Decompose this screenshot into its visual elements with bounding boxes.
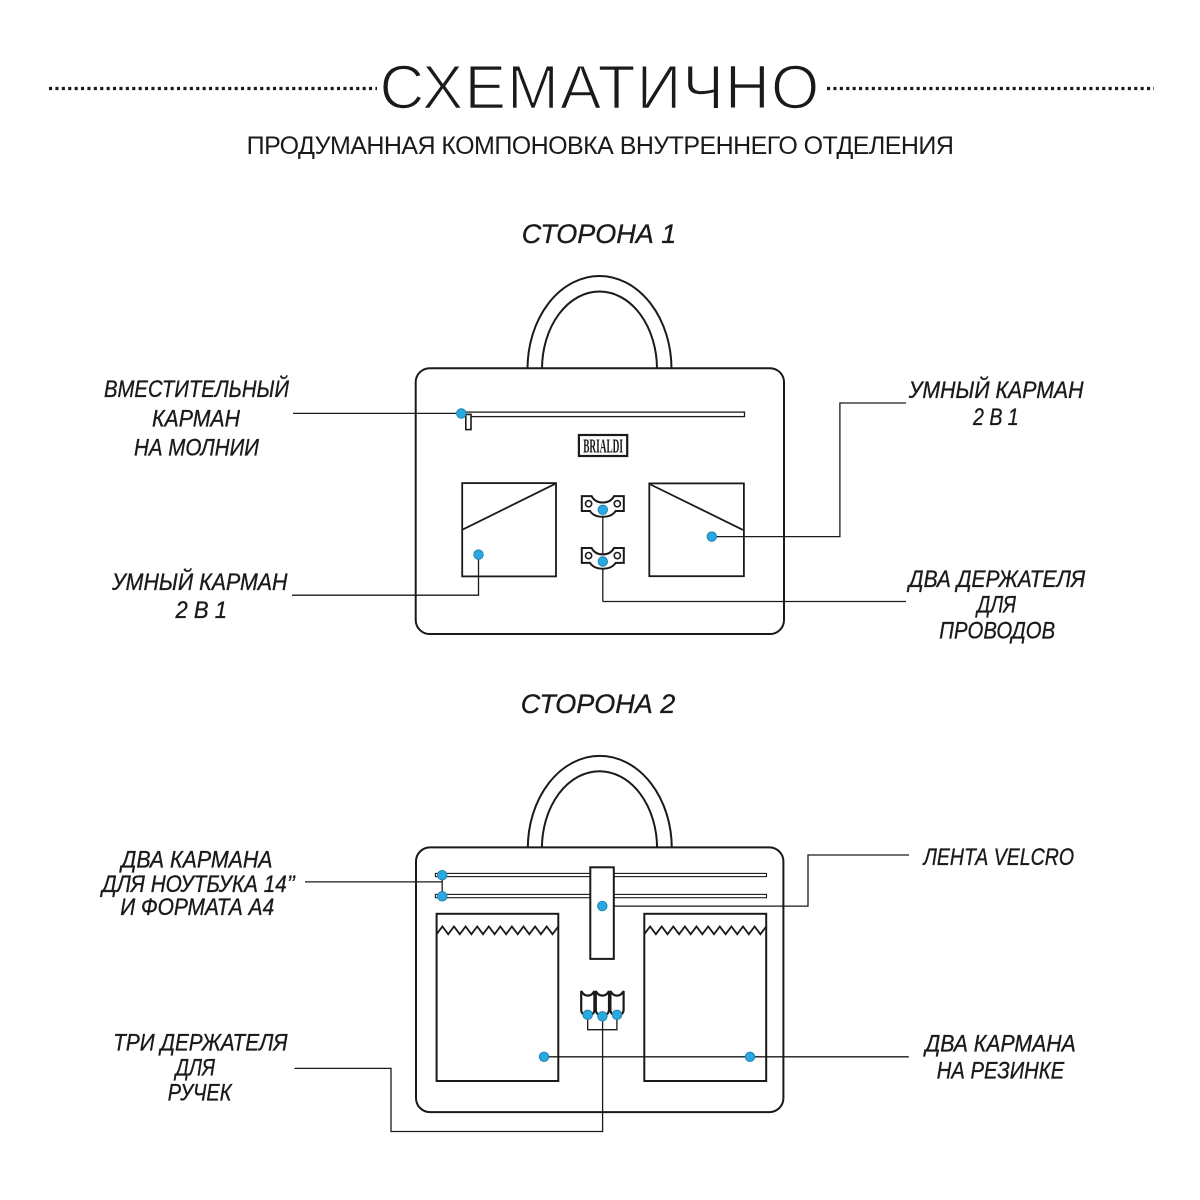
svg-text:СТОРОНА 2: СТОРОНА 2 xyxy=(521,689,676,719)
svg-text:ЛЕНТА VELCRO: ЛЕНТА VELCRO xyxy=(922,844,1074,871)
svg-text:ДЛЯ: ДЛЯ xyxy=(975,592,1017,619)
svg-text:РУЧЕК: РУЧЕК xyxy=(168,1080,233,1107)
svg-text:ДВА КАРМАНА: ДВА КАРМАНА xyxy=(119,846,273,873)
svg-text:И ФОРМАТА А4: И ФОРМАТА А4 xyxy=(120,894,274,921)
svg-text:НА МОЛНИИ: НА МОЛНИИ xyxy=(134,435,260,462)
svg-text:УМНЫЙ КАРМАН: УМНЫЙ КАРМАН xyxy=(908,376,1084,404)
svg-text:2 В 1: 2 В 1 xyxy=(972,404,1019,431)
svg-text:ПРОВОДОВ: ПРОВОДОВ xyxy=(939,617,1055,644)
svg-text:ТРИ ДЕРЖАТЕЛЯ: ТРИ ДЕРЖАТЕЛЯ xyxy=(113,1029,288,1056)
svg-text:ВМЕСТИТЕЛЬНЫЙ: ВМЕСТИТЕЛЬНЫЙ xyxy=(104,375,290,403)
svg-text:ДВА КАРМАНА: ДВА КАРМАНА xyxy=(923,1030,1076,1057)
svg-text:ПРОДУМАННАЯ КОМПОНОВКА ВНУТРЕН: ПРОДУМАННАЯ КОМПОНОВКА ВНУТРЕННЕГО ОТДЕЛ… xyxy=(247,132,954,160)
svg-text:КАРМАН: КАРМАН xyxy=(152,406,241,433)
svg-text:СХЕМАТИЧНО: СХЕМАТИЧНО xyxy=(380,54,821,123)
svg-text:СТОРОНА 1: СТОРОНА 1 xyxy=(522,219,677,249)
svg-text:2 В 1: 2 В 1 xyxy=(175,597,227,624)
svg-text:УМНЫЙ КАРМАН: УМНЫЙ КАРМАН xyxy=(111,568,288,596)
svg-text:ДЛЯ: ДЛЯ xyxy=(173,1055,215,1082)
svg-text:ДВА ДЕРЖАТЕЛЯ: ДВА ДЕРЖАТЕЛЯ xyxy=(906,566,1086,593)
svg-text:НА РЕЗИНКЕ: НА РЕЗИНКЕ xyxy=(937,1057,1065,1084)
svg-text:BRIALDI: BRIALDI xyxy=(583,435,623,457)
svg-text:ДЛЯ НОУТБУКА 14’’: ДЛЯ НОУТБУКА 14’’ xyxy=(99,871,295,898)
